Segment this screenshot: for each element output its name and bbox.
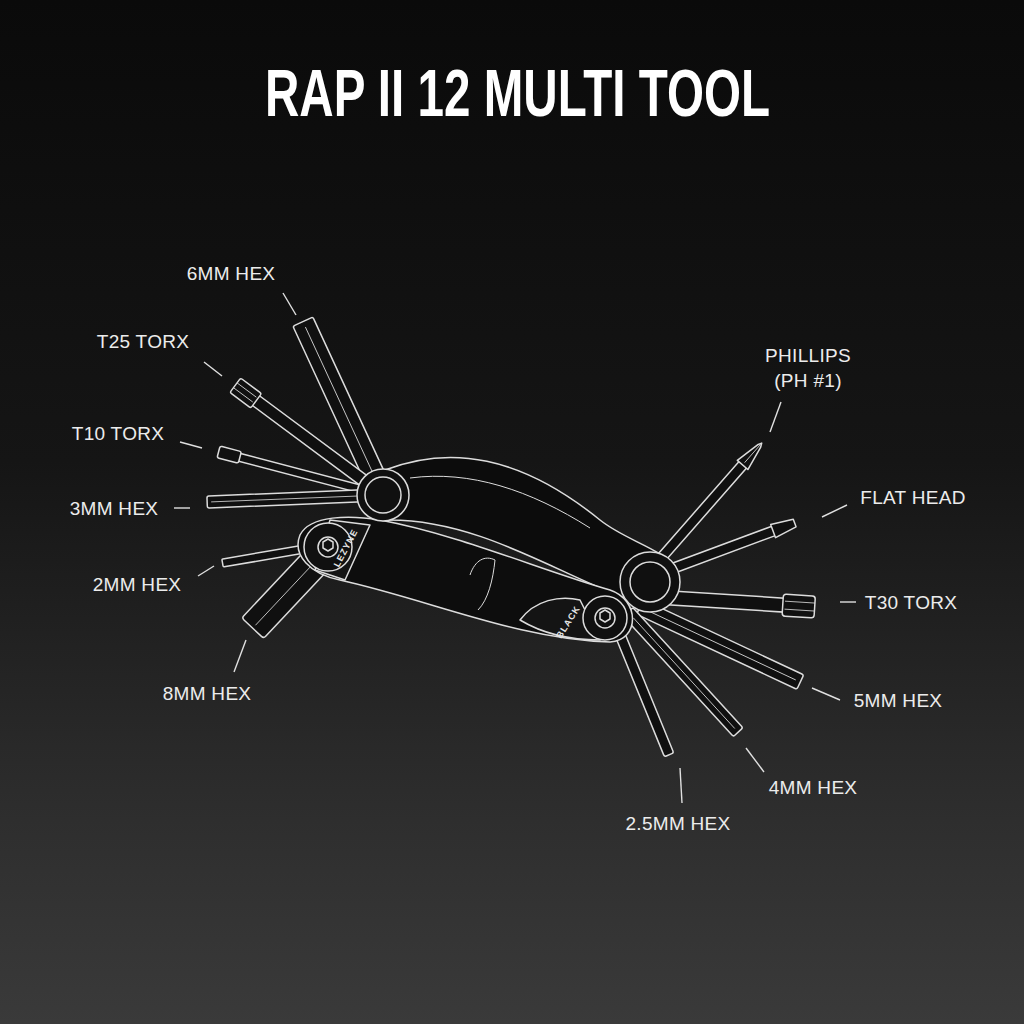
tool-label: 3MM HEX (70, 496, 159, 521)
tool-label: T30 TORX (865, 590, 958, 615)
tool-label: 4MM HEX (769, 775, 858, 800)
tool-label: 2MM HEX (93, 572, 182, 597)
tool-label: 5MM HEX (854, 688, 943, 713)
tool-label: 2.5MM HEX (625, 811, 730, 836)
title: RAP II 12 MULTI TOOL (265, 58, 770, 128)
tool-label: 8MM HEX (163, 681, 252, 706)
tool-label: T25 TORX (97, 329, 190, 354)
tool-label: PHILLIPS (PH #1) (758, 343, 858, 393)
tool-label: T10 TORX (72, 421, 165, 446)
tool-label: FLAT HEAD (860, 485, 965, 510)
tool-label: 6MM HEX (187, 261, 276, 286)
